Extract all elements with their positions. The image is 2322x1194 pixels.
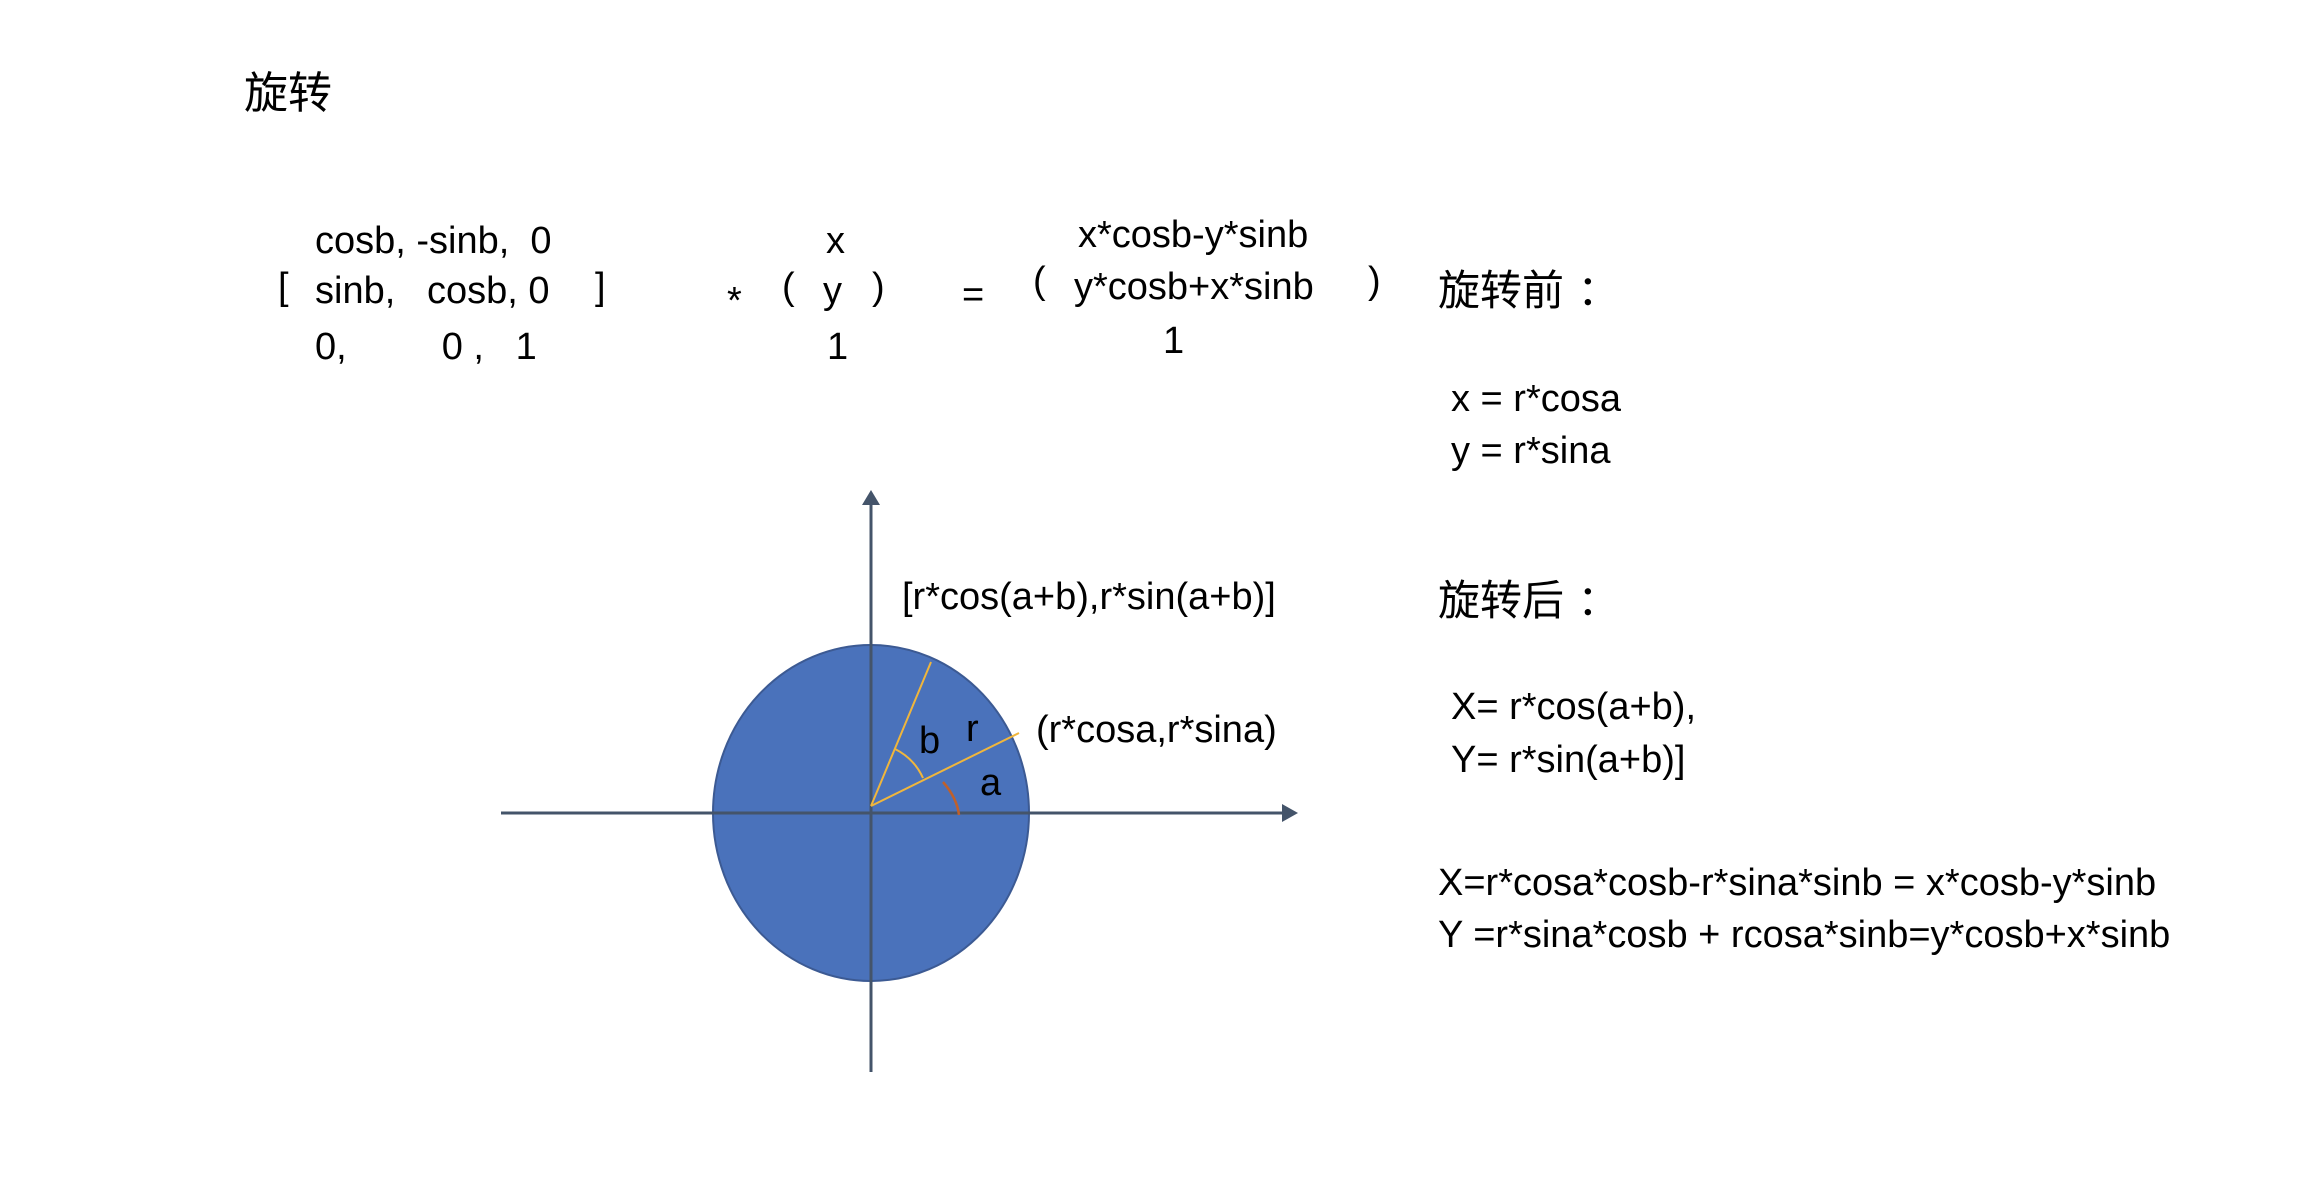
x-axis-arrow-icon xyxy=(1282,804,1298,822)
matrix-open-bracket: [ xyxy=(278,266,289,308)
label-angle-b: b xyxy=(919,720,941,762)
matrix-row-3: 0, 0 , 1 xyxy=(315,326,537,368)
vector-open-paren: ( xyxy=(782,266,795,308)
label-rotated-point: [r*cos(a+b),r*sin(a+b)] xyxy=(902,576,1276,618)
derivation-y: Y =r*sina*cosb + rcosa*sinb=y*cosb+x*sin… xyxy=(1438,914,2171,956)
ray-original-point xyxy=(870,732,1020,807)
before-x-equation: x = r*cosa xyxy=(1451,378,1622,420)
ray-rotated-point xyxy=(870,661,932,807)
result-row-2: y*cosb+x*sinb xyxy=(1074,266,1314,308)
matrix-row-2: sinb, cosb, 0 xyxy=(315,270,550,312)
vector-close-paren: ) xyxy=(872,266,885,308)
equals-operator: = xyxy=(962,274,985,316)
result-open-paren: ( xyxy=(1033,260,1046,302)
before-heading: 旋转前 ： xyxy=(1438,266,1620,315)
angle-a-arc xyxy=(942,781,961,816)
page-title: 旋转 xyxy=(244,68,332,119)
angle-b-arc xyxy=(894,748,924,779)
matrix-row-1: cosb, -sinb, 0 xyxy=(315,220,552,262)
result-close-paren: ) xyxy=(1368,260,1381,302)
vector-y: y xyxy=(823,270,842,312)
result-row-1: x*cosb-y*sinb xyxy=(1078,214,1309,256)
label-radius: r xyxy=(966,708,979,750)
vector-1: 1 xyxy=(827,326,849,368)
after-x-equation: X= r*cos(a+b), xyxy=(1451,686,1696,728)
y-axis-arrow-icon xyxy=(862,490,880,505)
derivation-x: X=r*cosa*cosb-r*sina*sinb = x*cosb-y*sin… xyxy=(1438,862,2157,904)
label-original-point: (r*cosa,r*sina) xyxy=(1036,709,1277,751)
before-y-equation: y = r*sina xyxy=(1451,430,1611,472)
after-y-equation: Y= r*sin(a+b)] xyxy=(1451,739,1686,781)
after-heading: 旋转后 ： xyxy=(1438,576,1620,625)
vector-x: x xyxy=(826,220,845,262)
multiply-operator: * xyxy=(727,280,742,322)
result-row-3: 1 xyxy=(1163,320,1185,362)
label-angle-a: a xyxy=(980,762,1002,804)
matrix-close-bracket: ] xyxy=(595,266,606,308)
